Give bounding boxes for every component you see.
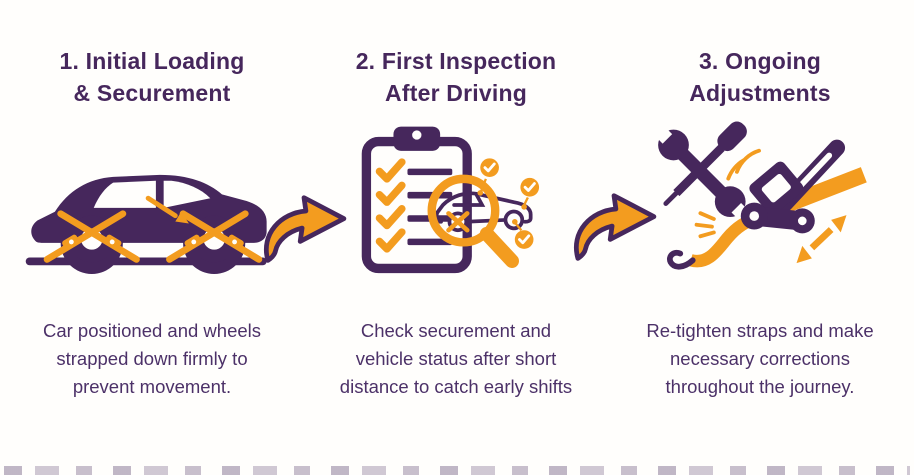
car-silhouette: [31, 175, 267, 275]
step-2-description: Check securement and vehicle status afte…: [339, 320, 573, 397]
car-strapped-illustration: [25, 175, 267, 275]
inspection-checklist-magnifier-icon: [344, 119, 568, 291]
rear-wheel-strap: [43, 210, 140, 264]
step-2-title: 2. First Inspection After Driving: [355, 48, 557, 106]
swoosh-arrow-step1-to-step2-icon: [256, 192, 352, 268]
motion-arcs-icon: [726, 148, 761, 181]
spark-lines-icon: [694, 211, 716, 239]
check-badge-icon: [514, 230, 534, 250]
strap-hook-icon: [667, 249, 696, 270]
issue-x-mark-icon: [446, 211, 470, 234]
cropped-bottom-text-remnant: [4, 466, 910, 475]
steps-row: 1. Initial Loading & Securement: [0, 0, 912, 401]
step-3-description: Re-tighten straps and make necessary cor…: [646, 320, 874, 397]
inspection-check-badges: [477, 158, 540, 250]
rear-window: [93, 181, 156, 209]
front-window: [163, 181, 211, 209]
step-1: 1. Initial Loading & Securement: [0, 0, 304, 401]
adjustments-illustration: [651, 121, 867, 270]
step-2: 2. First Inspection After Driving: [304, 0, 608, 401]
screwdriver-icon: [663, 121, 747, 206]
swoosh-arrow-step2-to-step3-icon: [566, 190, 662, 266]
check-badge-icon: [480, 158, 499, 178]
inspection-illustration: [361, 127, 540, 274]
magnifier-icon: [427, 175, 519, 269]
strap-pointer-arrow-icon: [145, 196, 189, 224]
step-3: 3. Ongoing Adjustments: [608, 0, 912, 401]
front-wheel-strap: [166, 210, 263, 264]
wrench-icon: [651, 123, 752, 224]
step-1-description: Car positioned and wheels strapped down …: [42, 320, 262, 397]
check-badge-icon: [520, 178, 540, 198]
step-1-title: 1. Initial Loading & Securement: [59, 48, 245, 106]
ratchet-tensioner-icon: [740, 139, 846, 234]
adjust-double-arrow-icon: [796, 215, 847, 264]
checklist: [375, 158, 453, 254]
car-strapped-down-icon: [16, 119, 288, 291]
step-3-title: 3. Ongoing Adjustments: [689, 48, 831, 106]
tools-and-ratchet-strap-icon: [633, 119, 887, 291]
